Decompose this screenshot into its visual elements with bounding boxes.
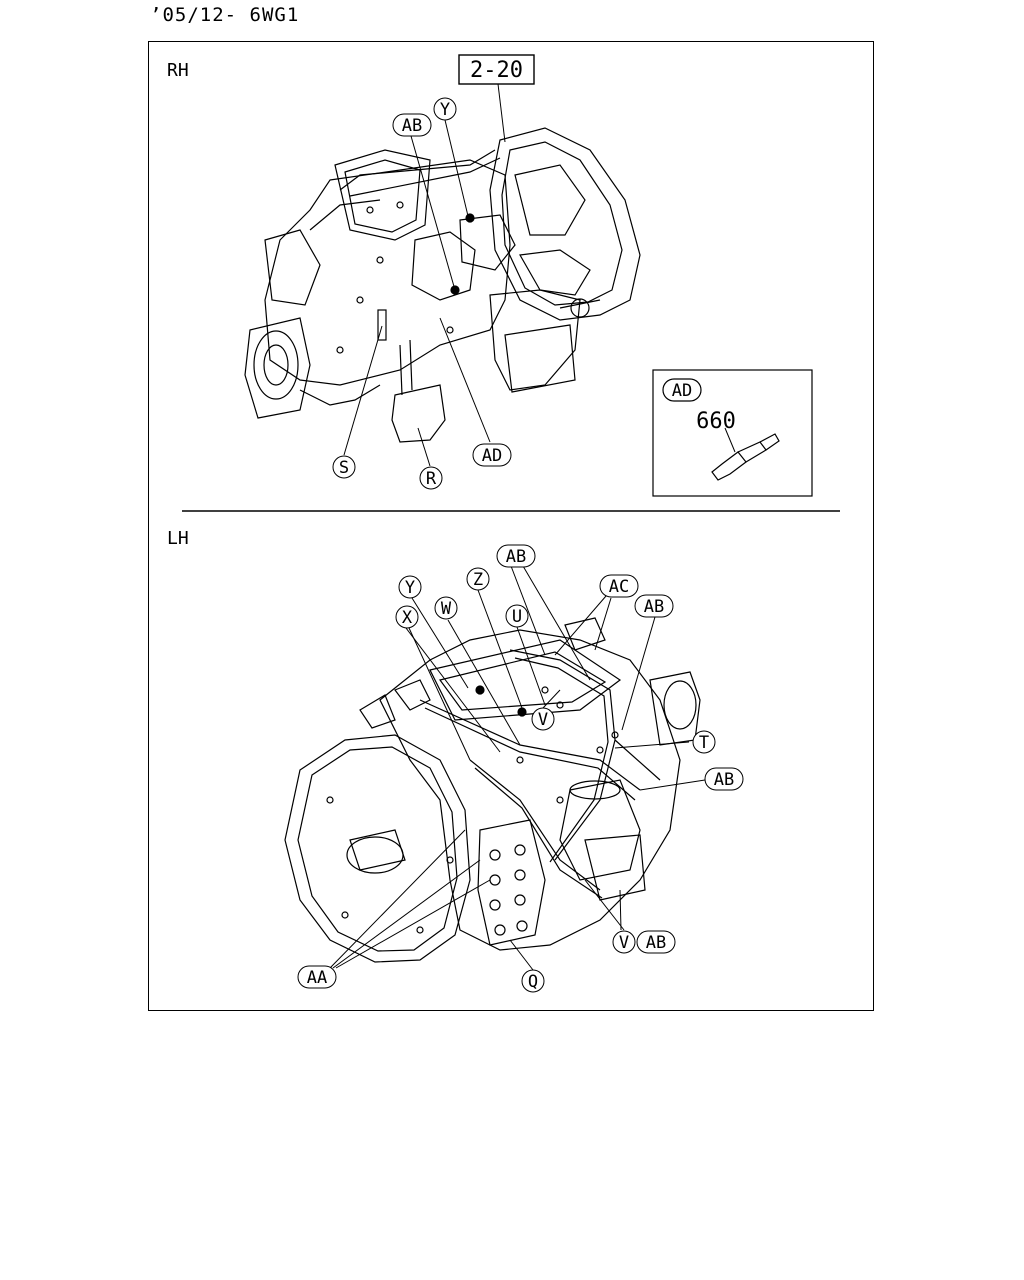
lh-callouts: AB Y Z W X U AC AB V T AB V AB AA Q	[297, 544, 744, 993]
callout-label: AB	[402, 116, 422, 136]
rh-transmission-illustration	[244, 127, 641, 443]
callout-label: AD	[482, 446, 502, 466]
rh-callouts: AB Y S R AD	[332, 97, 512, 490]
reference-label: 2-20	[470, 58, 523, 83]
lh-transmission-illustration	[284, 617, 701, 963]
reference-box	[458, 54, 535, 85]
document-header: ’05/12- 6WG1	[150, 4, 300, 26]
part-number-label: 660	[696, 409, 736, 434]
view-label-rh: RH	[167, 60, 189, 81]
rh-leader-lines	[343, 83, 736, 467]
callout-label: S	[339, 458, 349, 478]
lh-leader-lines	[329, 565, 706, 971]
view-label-lh: LH	[167, 528, 189, 549]
part-660-icon	[711, 433, 780, 481]
callout-label: Z	[473, 570, 483, 590]
callout-label: AB	[714, 770, 734, 790]
callout-label: AB	[644, 597, 664, 617]
inset-callout-label: AD	[672, 381, 692, 401]
callout-label: Q	[528, 972, 538, 992]
callout-label: AA	[307, 968, 327, 988]
diagram-frame	[148, 41, 874, 1011]
inset-box	[652, 369, 813, 497]
callout-label: X	[402, 608, 413, 628]
callout-label: U	[512, 607, 522, 627]
callout-label: Y	[405, 578, 415, 598]
callout-label: Y	[440, 100, 450, 120]
callout-label: AB	[646, 933, 666, 953]
callout-label: V	[619, 933, 629, 953]
callout-label: R	[426, 469, 437, 489]
callout-bubble	[662, 378, 702, 402]
callout-label: T	[699, 733, 709, 753]
callout-label: W	[441, 599, 452, 619]
callout-label: AB	[506, 547, 526, 567]
callout-label: V	[538, 710, 548, 730]
callout-label: AC	[609, 577, 629, 597]
